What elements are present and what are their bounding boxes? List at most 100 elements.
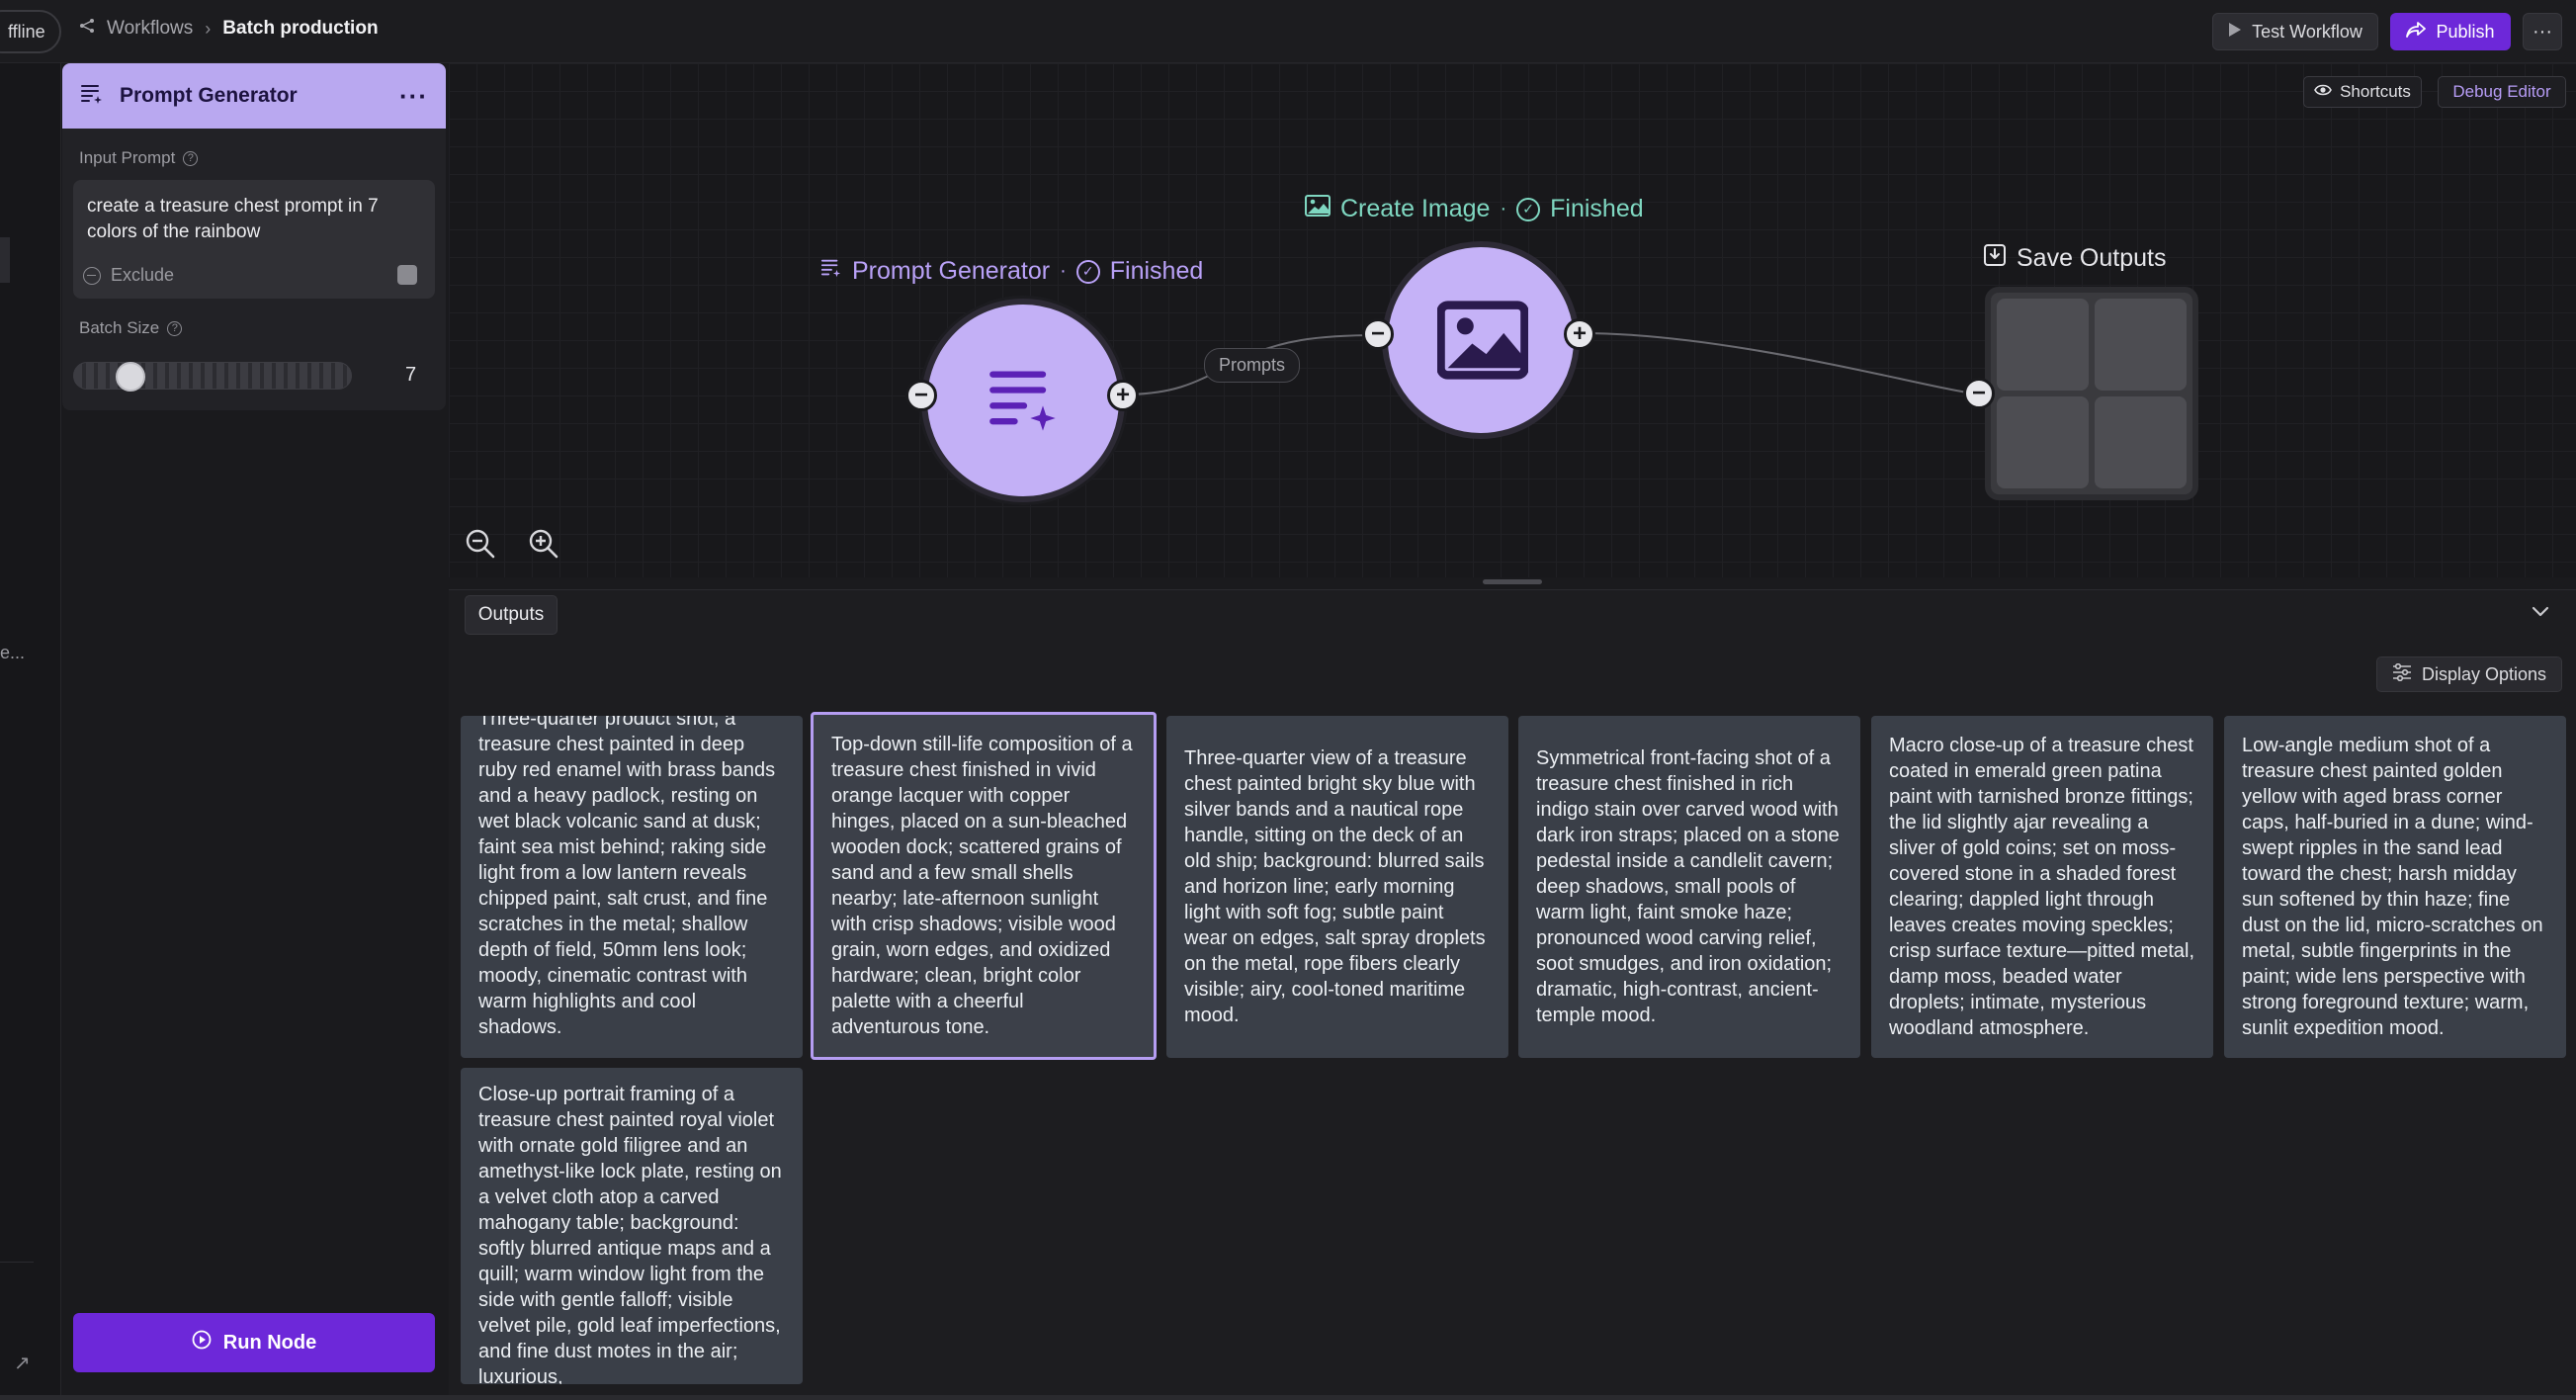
- check-circle-icon: ✓: [1516, 197, 1541, 221]
- output-card-text: Three-quarter product shot, a treasure c…: [478, 716, 776, 1038]
- create-image-input-port[interactable]: −: [1362, 318, 1394, 350]
- prompt-generator-node-name: Prompt Generator: [852, 257, 1051, 285]
- help-icon[interactable]: ?: [167, 320, 183, 336]
- breadcrumb: Workflows › Batch production: [79, 18, 379, 40]
- output-thumbnail: [2095, 396, 2187, 488]
- input-prompt-field[interactable]: [73, 180, 435, 299]
- display-options-label: Display Options: [2421, 663, 2547, 684]
- prompt-generator-node[interactable]: [921, 299, 1125, 502]
- output-card[interactable]: Macro close-up of a treasure chest coate…: [1871, 716, 2213, 1058]
- image-icon: [1305, 195, 1331, 223]
- create-image-node-label: Create Image · ✓ Finished: [1305, 195, 1644, 223]
- sparkle-list-icon: [820, 257, 842, 286]
- minus-circle-icon: [83, 266, 101, 285]
- zoom-out-icon[interactable]: [465, 528, 496, 568]
- external-link-icon[interactable]: ↗: [14, 1353, 31, 1374]
- download-icon: [1983, 243, 2007, 274]
- output-card[interactable]: Symmetrical front-facing shot of a treas…: [1518, 716, 1860, 1058]
- output-card-text: Three-quarter view of a treasure chest p…: [1184, 747, 1486, 1026]
- test-workflow-button[interactable]: Test Workflow: [2212, 13, 2378, 50]
- create-image-node-name: Create Image: [1340, 195, 1491, 222]
- breadcrumb-separator-icon: ›: [205, 18, 212, 39]
- bottom-border: [0, 1395, 2576, 1400]
- output-card[interactable]: Three-quarter view of a treasure chest p…: [1166, 716, 1508, 1058]
- label-separator: ·: [1500, 198, 1507, 219]
- sparkle-list-icon: [989, 371, 1056, 431]
- shortcuts-button[interactable]: Shortcuts: [2303, 76, 2422, 108]
- exclude-label: Exclude: [111, 265, 175, 285]
- left-rail: [0, 63, 61, 1400]
- exclude-toggle[interactable]: Exclude: [83, 265, 174, 286]
- connection-status-pill[interactable]: ffline: [0, 10, 61, 53]
- sparkle-list-icon: [80, 82, 104, 111]
- publish-label: Publish: [2436, 21, 2495, 42]
- save-outputs-node-label: Save Outputs: [1983, 243, 2166, 274]
- play-circle-icon: [192, 1330, 212, 1356]
- top-bar: [0, 0, 2576, 63]
- output-card[interactable]: Three-quarter product shot, a treasure c…: [461, 716, 803, 1058]
- save-outputs-input-port[interactable]: −: [1963, 378, 1995, 409]
- create-image-node-status: Finished: [1550, 195, 1644, 222]
- output-card-text: Macro close-up of a treasure chest coate…: [1889, 735, 2195, 1039]
- workflow-icon: [79, 18, 95, 40]
- tab-outputs[interactable]: Outputs: [465, 595, 558, 635]
- check-circle-icon: ✓: [1075, 259, 1100, 284]
- more-icon: ···: [2533, 20, 2552, 43]
- rail-truncated-label: e...: [0, 643, 26, 662]
- save-outputs-node[interactable]: [1985, 287, 2198, 500]
- batch-size-slider-thumb[interactable]: [115, 362, 145, 392]
- dice-icon[interactable]: [397, 265, 417, 285]
- connection-status-label: ffline: [8, 21, 45, 42]
- run-node-button[interactable]: Run Node: [73, 1313, 435, 1372]
- create-image-output-port[interactable]: +: [1564, 318, 1595, 350]
- more-options-button[interactable]: ···: [2523, 13, 2562, 50]
- label-separator: ·: [1060, 260, 1067, 282]
- panel-menu-button[interactable]: ···: [399, 80, 428, 111]
- prompt-generator-node-status: Finished: [1109, 257, 1204, 285]
- panel-header: Prompt Generator ···: [62, 63, 446, 129]
- edge-label-prompts[interactable]: Prompts: [1204, 348, 1301, 383]
- image-icon: [1437, 301, 1528, 380]
- save-outputs-node-name: Save Outputs: [2017, 244, 2167, 272]
- output-card-text: Symmetrical front-facing shot of a treas…: [1536, 747, 1840, 1026]
- batch-size-label-text: Batch Size: [79, 318, 160, 337]
- play-icon: [2228, 22, 2242, 43]
- output-card[interactable]: Low-angle medium shot of a treasure ches…: [2224, 716, 2566, 1058]
- rail-divider: [0, 1262, 34, 1263]
- sliders-icon: [2392, 662, 2412, 686]
- chevron-down-icon[interactable]: [2531, 599, 2550, 625]
- output-card-text: Low-angle medium shot of a treasure ches…: [2242, 735, 2543, 1039]
- outputs-panel: [449, 589, 2576, 1400]
- test-workflow-label: Test Workflow: [2252, 21, 2362, 42]
- create-image-node[interactable]: [1382, 241, 1580, 439]
- zoom-in-icon[interactable]: [528, 528, 559, 568]
- eye-icon: [2314, 82, 2332, 102]
- output-card-text: Top-down still-life composition of a tre…: [831, 734, 1133, 1038]
- breadcrumb-workflows[interactable]: Workflows: [107, 18, 194, 39]
- panel-title: Prompt Generator: [120, 84, 298, 107]
- output-thumbnail: [2095, 299, 2187, 391]
- output-card[interactable]: Close-up portrait framing of a treasure …: [461, 1068, 803, 1384]
- debug-editor-button[interactable]: Debug Editor: [2438, 76, 2566, 108]
- share-icon: [2406, 21, 2427, 43]
- rail-active-item[interactable]: [0, 237, 10, 283]
- output-card-selected[interactable]: Top-down still-life composition of a tre…: [811, 712, 1157, 1060]
- display-options-button[interactable]: Display Options: [2376, 656, 2562, 692]
- batch-size-value: 7: [405, 364, 417, 386]
- breadcrumb-current: Batch production: [222, 18, 379, 39]
- panel-resize-handle[interactable]: [1483, 579, 1542, 584]
- publish-button[interactable]: Publish: [2390, 13, 2511, 50]
- prompt-generator-output-port[interactable]: +: [1107, 380, 1139, 411]
- input-prompt-label-text: Input Prompt: [79, 148, 176, 167]
- shortcuts-label: Shortcuts: [2340, 82, 2411, 101]
- output-thumbnail: [1997, 299, 2089, 391]
- output-card-text: Close-up portrait framing of a treasure …: [478, 1084, 782, 1384]
- input-prompt-value[interactable]: create a treasure chest prompt in 7 colo…: [87, 196, 379, 242]
- prompt-generator-input-port[interactable]: −: [905, 380, 937, 411]
- prompt-generator-node-label: Prompt Generator · ✓ Finished: [820, 257, 1203, 286]
- input-prompt-label: Input Prompt ?: [79, 148, 199, 168]
- output-thumbnail: [1997, 396, 2089, 488]
- run-node-label: Run Node: [222, 1331, 317, 1354]
- help-icon[interactable]: ?: [183, 150, 199, 166]
- batch-size-label: Batch Size ?: [79, 318, 183, 338]
